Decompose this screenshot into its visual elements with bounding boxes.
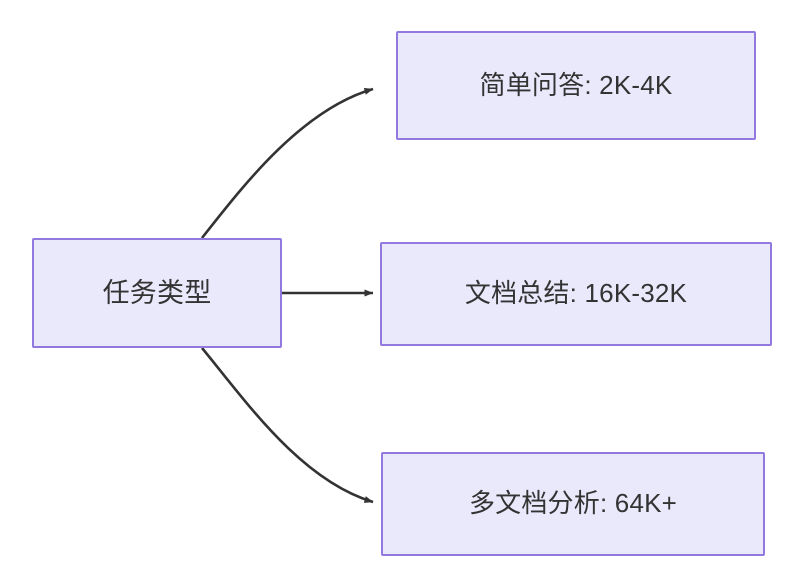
node-doc-summary-label: 文档总结: 16K-32K	[464, 278, 688, 309]
node-multi-doc-analysis-label: 多文档分析: 64K+	[468, 488, 678, 519]
edge-source-multi-doc	[200, 347, 374, 504]
node-doc-summary[interactable]: 文档总结: 16K-32K	[380, 242, 772, 346]
node-task-type-label: 任务类型	[102, 277, 212, 308]
node-simple-qa-label: 简单问答: 2K-4K	[479, 69, 673, 100]
node-multi-doc-analysis[interactable]: 多文档分析: 64K+	[381, 452, 765, 556]
node-task-type[interactable]: 任务类型	[32, 238, 282, 348]
edge-source-simple-qa	[200, 87, 374, 239]
node-simple-qa[interactable]: 简单问答: 2K-4K	[396, 31, 756, 140]
